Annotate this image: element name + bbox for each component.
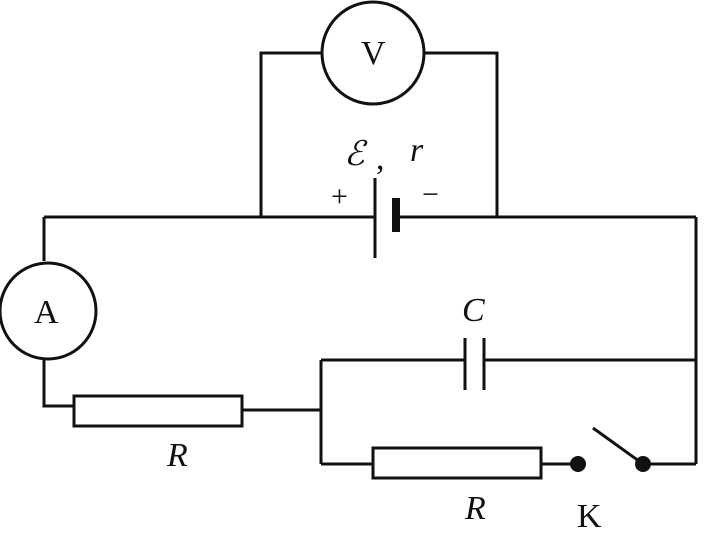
voltmeter-label: V [361, 35, 386, 72]
switch-label: K [577, 498, 602, 535]
ammeter-bottom-wire [42, 360, 74, 408]
internal-resistance-label: r [410, 132, 424, 169]
switch-left-contact [570, 456, 586, 472]
resistor-top-label: R [167, 437, 188, 474]
voltmeter-circle [320, 0, 426, 106]
resistor-bottom [371, 446, 543, 480]
battery-minus-sign: − [422, 178, 439, 211]
voltmeter-right-wire [425, 51, 499, 217]
ammeter-circle [0, 261, 98, 361]
battery-plus-sign: + [331, 180, 348, 213]
ammeter-label: A [34, 294, 59, 331]
resistor-bottom-label: R [465, 490, 486, 527]
resistor-top [72, 394, 244, 428]
switch-blade [592, 426, 644, 466]
capacitor-label: C [462, 292, 485, 329]
emf-symbol: ℰ [344, 136, 365, 173]
voltmeter-left-wire [259, 51, 322, 217]
emf-separator: , [376, 140, 385, 177]
